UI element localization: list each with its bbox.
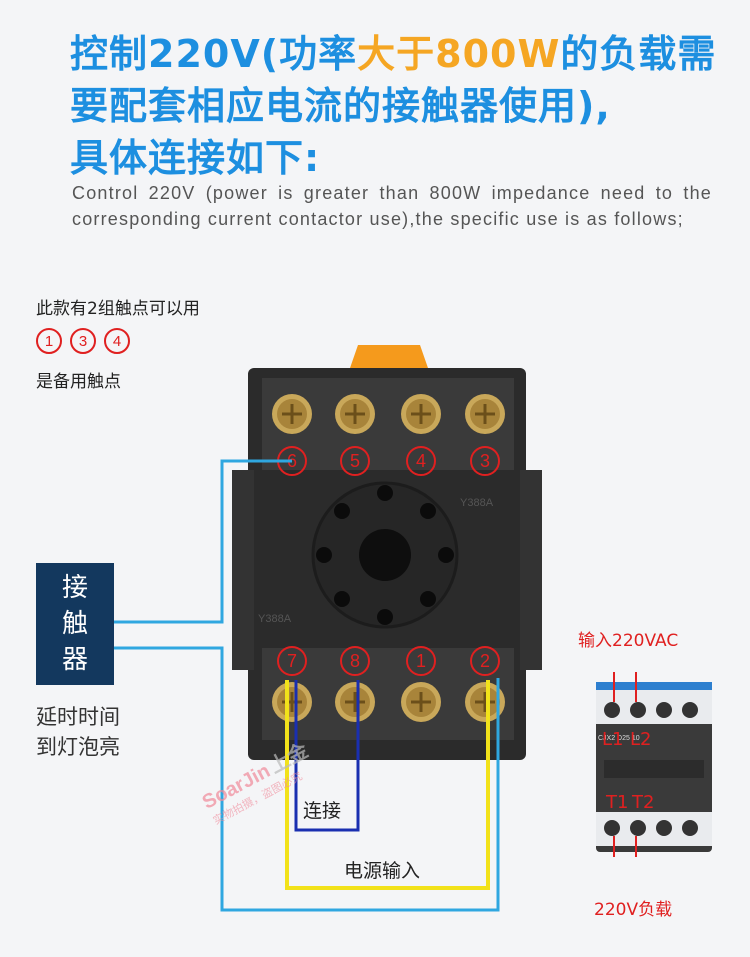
bottom-screws (272, 682, 505, 722)
contactor-top-strip (596, 682, 712, 690)
contactor-char-2: 触 (61, 609, 88, 639)
contactor-char-3: 器 (61, 645, 88, 675)
terminal-T2-label: T2 (632, 792, 655, 813)
terminal-7-label: 7 (287, 651, 297, 671)
wire-cyan-terminal6 (114, 459, 292, 624)
terminal-8-label: 8 (350, 651, 360, 671)
terminal-L2-label: L2 (630, 729, 652, 750)
socket-model-top: Y388A (460, 497, 494, 509)
terminal-1-label: 1 (416, 651, 426, 671)
headline-highlight-2: 800W (435, 32, 561, 76)
terminal-4-label: 4 (416, 451, 426, 471)
connect-label: 连接 (303, 800, 342, 822)
terminal-5-label: 5 (350, 451, 360, 471)
contactor-char-1: 接 (61, 573, 88, 603)
input-220vac-label: 输入220VAC (578, 631, 679, 651)
power-input-label: 电源输入 (344, 860, 421, 882)
relay-socket: Y388A Y388A (232, 345, 542, 760)
socket-model-bottom: Y388A (258, 613, 292, 625)
socket-left-rail (232, 470, 254, 670)
wire-cyan-power (114, 646, 500, 912)
wire-blue-connect (294, 680, 360, 832)
headline-line3: 具体连接如下: (70, 136, 321, 180)
headline-part2: 的负载需要配套相应电流的接触器使用), (70, 32, 717, 128)
socket-center-hole (359, 529, 411, 581)
headline-part1: 控制220V(功率 (70, 32, 358, 76)
delay-text: 延时时间 到灯泡亮 (36, 702, 120, 762)
spare-circle-1: 1 (36, 328, 62, 354)
headline: 控制220V(功率大于800W的负载需要配套相应电流的接触器使用), 具体连接如… (70, 28, 730, 184)
contactor-model: CJX2 D25 10 (598, 735, 640, 742)
english-description: Control 220V (power is greater than 800W… (72, 183, 712, 229)
terminal-L1-label: L1 (602, 729, 624, 750)
top-screws (272, 394, 505, 434)
spare-circle-3: 3 (70, 328, 96, 354)
contactor-box: 接 触 器 (36, 563, 114, 685)
spare-note-line2: 是备用触点 (36, 372, 121, 392)
load-220v-label: 220V负载 (594, 900, 673, 920)
terminal-3-label: 3 (480, 451, 490, 471)
terminal-2-label: 2 (480, 651, 490, 671)
spare-circle-4: 4 (104, 328, 130, 354)
socket-pin-holes (316, 485, 454, 625)
delay-line2: 到灯泡亮 (36, 735, 120, 759)
spare-circles: 1 3 4 (36, 328, 130, 354)
delay-line1: 延时时间 (36, 705, 120, 729)
terminal-T1-label: T1 (606, 792, 629, 813)
bottom-terminal-numbers: 7 8 1 2 (277, 646, 500, 676)
headline-highlight-1: 大于 (357, 32, 436, 76)
contactor-device: CJX2 D25 10 (596, 672, 712, 857)
socket-right-rail (520, 470, 542, 670)
wire-yellow-power (285, 680, 490, 890)
spare-note-line1: 此款有2组触点可以用 (36, 299, 200, 319)
